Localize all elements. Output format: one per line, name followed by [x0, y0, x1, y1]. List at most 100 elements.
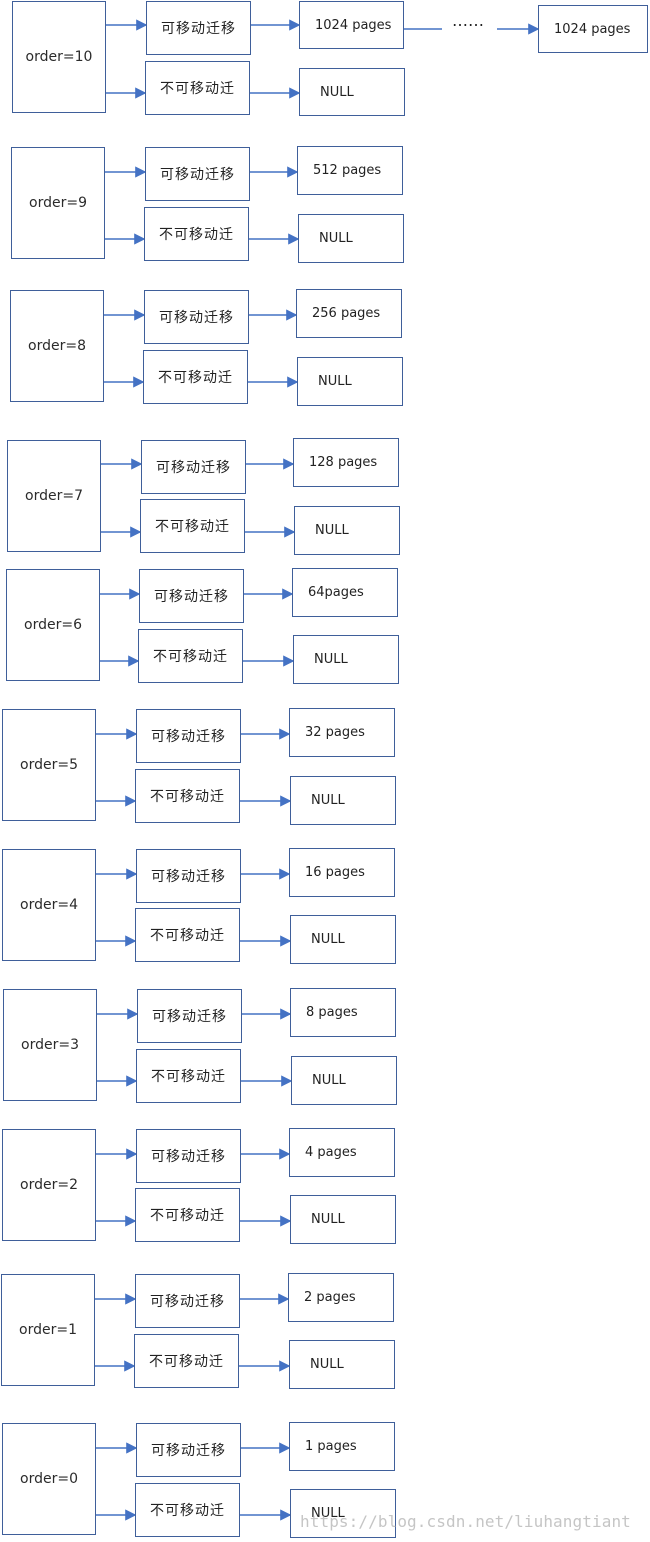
order-box: order=3 — [3, 989, 97, 1101]
unmovable-type-box-text: 不可移动迁 — [151, 1069, 226, 1085]
movable-type-box: 可移动迁移 — [136, 1129, 241, 1183]
continuation-result-box: 1024 pages — [538, 5, 648, 53]
movable-result-box: 8 pages — [290, 988, 396, 1037]
movable-type-box: 可移动迁移 — [137, 989, 242, 1043]
unmovable-type-box: 不可移动迁 — [135, 1483, 240, 1537]
movable-result-box: 64pages — [292, 568, 398, 617]
order-box-text: order=7 — [25, 488, 83, 504]
unmovable-type-box-text: 不可移动迁 — [158, 370, 233, 386]
movable-result-box: 256 pages — [296, 289, 402, 338]
movable-result-box-text: 128 pages — [309, 455, 378, 470]
unmovable-type-box: 不可移动迁 — [134, 1334, 239, 1388]
order-box-text: order=3 — [21, 1037, 79, 1053]
unmovable-type-box: 不可移动迁 — [144, 207, 249, 261]
unmovable-result-box: NULL — [290, 1195, 396, 1244]
movable-type-box-text: 可移动迁移 — [161, 21, 236, 37]
unmovable-type-box-text: 不可移动迁 — [155, 519, 230, 535]
order-box: order=7 — [7, 440, 101, 552]
movable-result-box: 1 pages — [289, 1422, 395, 1471]
movable-type-box: 可移动迁移 — [139, 569, 244, 623]
unmovable-type-box-text: 不可移动迁 — [150, 1208, 225, 1224]
order-box: order=9 — [11, 147, 105, 259]
movable-type-box-text: 可移动迁移 — [151, 1443, 226, 1459]
unmovable-result-box-text: NULL — [312, 1073, 346, 1088]
unmovable-type-box-text: 不可移动迁 — [150, 928, 225, 944]
movable-result-box: 32 pages — [289, 708, 395, 757]
movable-result-box: 128 pages — [293, 438, 399, 487]
unmovable-result-box-text: NULL — [311, 932, 345, 947]
unmovable-result-box-text: NULL — [314, 652, 348, 667]
movable-result-box: 2 pages — [288, 1273, 394, 1322]
order-box-text: order=6 — [24, 617, 82, 633]
unmovable-result-box: NULL — [290, 915, 396, 964]
movable-type-box-text: 可移动迁移 — [151, 869, 226, 885]
unmovable-result-box: NULL — [299, 68, 405, 116]
order-box: order=0 — [2, 1423, 96, 1535]
unmovable-type-box-text: 不可移动迁 — [159, 227, 234, 243]
unmovable-result-box-text: NULL — [319, 231, 353, 246]
order-box-text: order=4 — [20, 897, 78, 913]
unmovable-result-box: NULL — [298, 214, 404, 263]
order-box: order=10 — [12, 1, 106, 113]
movable-result-box-text: 1024 pages — [315, 17, 392, 33]
order-box: order=2 — [2, 1129, 96, 1241]
unmovable-result-box: NULL — [294, 506, 400, 555]
order-box: order=6 — [6, 569, 100, 681]
unmovable-type-box: 不可移动迁 — [140, 499, 245, 553]
unmovable-result-box-text: NULL — [311, 793, 345, 808]
continuation-result-box-text: 1024 pages — [554, 21, 631, 37]
unmovable-type-box: 不可移动迁 — [145, 61, 250, 115]
movable-type-box: 可移动迁移 — [136, 849, 241, 903]
movable-result-box-text: 8 pages — [306, 1005, 358, 1020]
movable-type-box-text: 可移动迁移 — [152, 1009, 227, 1025]
order-box-text: order=5 — [20, 757, 78, 773]
movable-type-box: 可移动迁移 — [146, 1, 251, 55]
order-box-text: order=1 — [19, 1322, 77, 1338]
movable-result-box: 4 pages — [289, 1128, 395, 1177]
movable-type-box-text: 可移动迁移 — [160, 167, 235, 183]
movable-type-box: 可移动迁移 — [136, 1423, 241, 1477]
order-box-text: order=10 — [25, 49, 93, 65]
movable-result-box: 1024 pages — [299, 1, 404, 49]
movable-type-box: 可移动迁移 — [145, 147, 250, 201]
movable-result-box-text: 256 pages — [312, 306, 381, 321]
movable-result-box-text: 1 pages — [305, 1439, 357, 1454]
unmovable-result-box: NULL — [293, 635, 399, 684]
order-box-text: order=2 — [20, 1177, 78, 1193]
movable-result-box-text: 64pages — [308, 585, 364, 600]
unmovable-type-box: 不可移动迁 — [138, 629, 243, 683]
unmovable-result-box-text: NULL — [318, 374, 352, 389]
movable-result-box: 512 pages — [297, 146, 403, 195]
movable-result-box-text: 32 pages — [305, 725, 365, 740]
unmovable-result-box: NULL — [290, 1489, 396, 1538]
movable-result-box-text: 16 pages — [305, 865, 365, 880]
order-box-text: order=8 — [28, 338, 86, 354]
unmovable-result-box: NULL — [291, 1056, 397, 1105]
unmovable-type-box: 不可移动迁 — [135, 908, 240, 962]
movable-result-box-text: 4 pages — [305, 1145, 357, 1160]
unmovable-result-box-text: NULL — [311, 1506, 345, 1521]
movable-type-box: 可移动迁移 — [135, 1274, 240, 1328]
unmovable-type-box-text: 不可移动迁 — [150, 789, 225, 805]
movable-type-box: 可移动迁移 — [144, 290, 249, 344]
unmovable-result-box-text: NULL — [310, 1357, 344, 1372]
movable-result-box: 16 pages — [289, 848, 395, 897]
order-box: order=8 — [10, 290, 104, 402]
movable-type-box-text: 可移动迁移 — [156, 460, 231, 476]
movable-type-box: 可移动迁移 — [141, 440, 246, 494]
unmovable-result-box: NULL — [297, 357, 403, 406]
movable-type-box: 可移动迁移 — [136, 709, 241, 763]
unmovable-type-box-text: 不可移动迁 — [160, 81, 235, 97]
movable-type-box-text: 可移动迁移 — [151, 1149, 226, 1165]
unmovable-type-box: 不可移动迁 — [136, 1049, 241, 1103]
movable-type-box-text: 可移动迁移 — [151, 729, 226, 745]
order-box-text: order=9 — [29, 195, 87, 211]
movable-result-box-text: 2 pages — [304, 1290, 356, 1305]
order-box-text: order=0 — [20, 1471, 78, 1487]
unmovable-type-box-text: 不可移动迁 — [153, 649, 228, 665]
unmovable-type-box: 不可移动迁 — [135, 769, 240, 823]
unmovable-type-box: 不可移动迁 — [135, 1188, 240, 1242]
movable-result-box-text: 512 pages — [313, 163, 382, 178]
unmovable-type-box-text: 不可移动迁 — [150, 1503, 225, 1519]
